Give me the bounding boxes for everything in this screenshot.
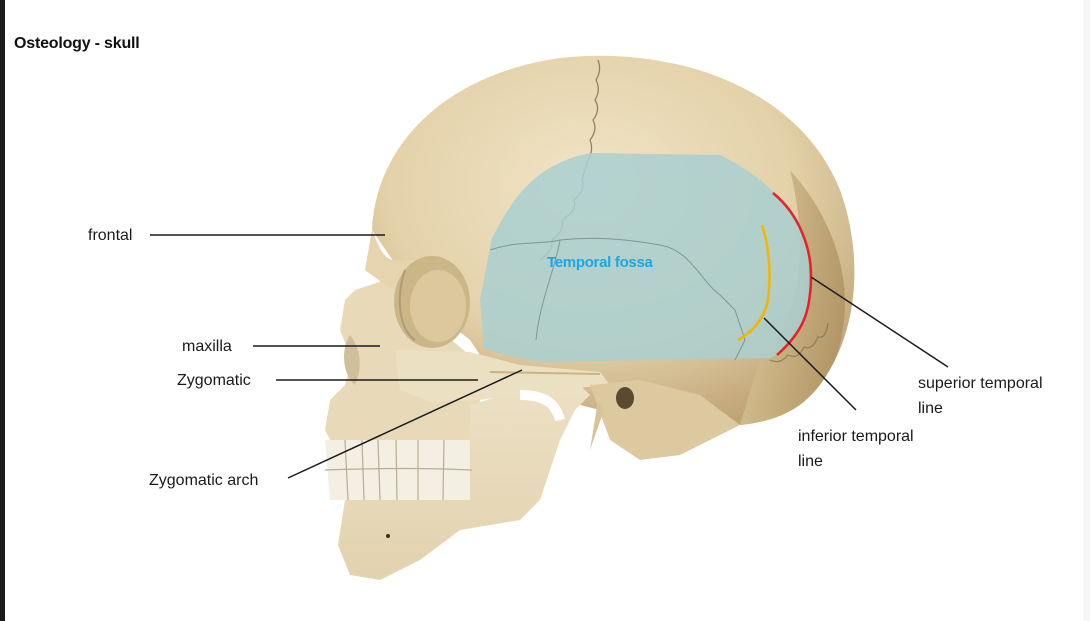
temporal-fossa-overlay [480,153,810,362]
label-maxilla: maxilla [182,338,232,355]
label-superior-temporal-line-2: line [918,400,943,417]
label-zygomatic-arch: Zygomatic arch [149,472,259,489]
leader-lines [150,234,949,479]
label-inferior-temporal-line-1: inferior temporal [798,428,914,445]
leader-zygomatic-arch [287,369,523,479]
label-frontal: frontal [88,227,133,244]
right-edge-strip [1083,0,1090,621]
left-edge-strip [0,0,5,621]
label-zygomatic: Zygomatic [177,372,251,389]
leader-inferior-temporal-line [763,317,857,411]
page-title: Osteology - skull [14,35,140,52]
inferior-temporal-line [737,224,771,342]
superior-temporal-line [772,192,813,356]
fossa-sutures [489,237,746,361]
label-superior-temporal-line-1: superior temporal [918,375,1043,392]
leader-superior-temporal-line [810,276,949,368]
teeth [324,439,473,501]
label-inferior-temporal-line-2: line [798,453,823,470]
label-temporal-fossa: Temporal fossa [547,254,653,271]
